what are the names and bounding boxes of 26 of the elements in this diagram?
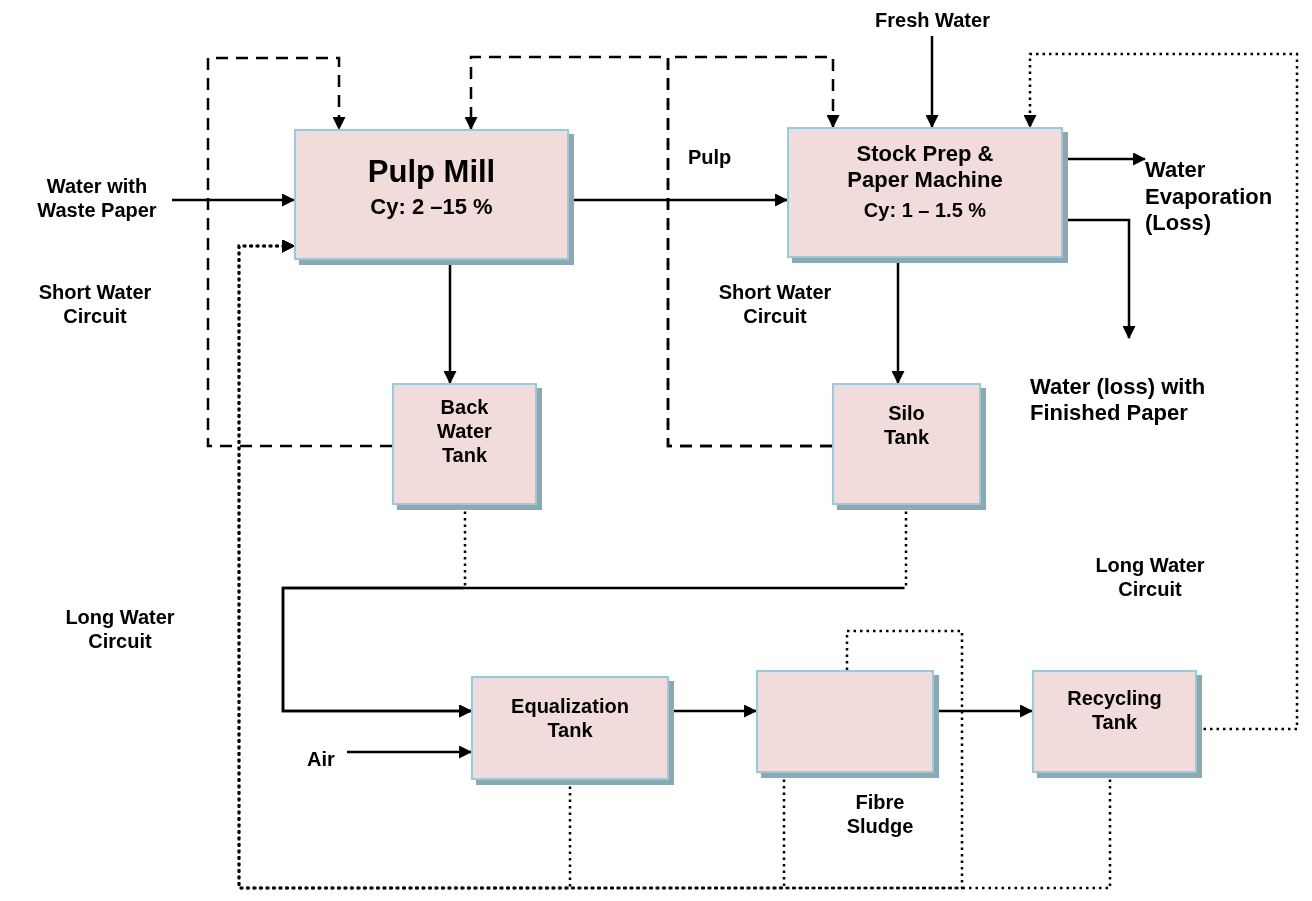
box-title: Recycling Tank (1066, 686, 1163, 734)
arrow (666, 55, 840, 448)
flow-label: Water (loss) with Finished Paper (1030, 338, 1255, 462)
box-subtitle: Cy: 1 – 1.5 % (863, 197, 987, 222)
box-title: Pulp Mill (367, 153, 496, 191)
box-title: Equalization Tank (510, 694, 630, 742)
annotation-label: Long Water Circuit (64, 605, 176, 653)
annotation-label: Short Water Circuit (717, 280, 833, 328)
flow-label: Fresh Water (850, 4, 1015, 36)
arrow (1023, 52, 1299, 731)
box-title: Stock Prep & Paper Machine (846, 141, 1004, 194)
annotation-label: Short Water Circuit (37, 280, 153, 328)
edge-label: Pulp (686, 146, 734, 169)
arrow (347, 745, 473, 759)
box-title: Silo Tank (882, 401, 931, 449)
arrow (925, 36, 939, 129)
annotation-label: Fibre Sludge (845, 790, 915, 838)
box-title: Back Water Tank (436, 395, 493, 467)
flow-label: Air (295, 743, 347, 775)
box-subtitle: Cy: 2 –15 % (370, 194, 493, 221)
arrow (172, 193, 296, 207)
annotation-label: Long Water Circuit (1094, 553, 1206, 601)
flow-label: Water with Waste Paper (22, 160, 172, 236)
arrow (206, 56, 392, 448)
arrow (237, 239, 1112, 890)
flow-label: Water Evaporation (Loss) (1145, 138, 1293, 256)
